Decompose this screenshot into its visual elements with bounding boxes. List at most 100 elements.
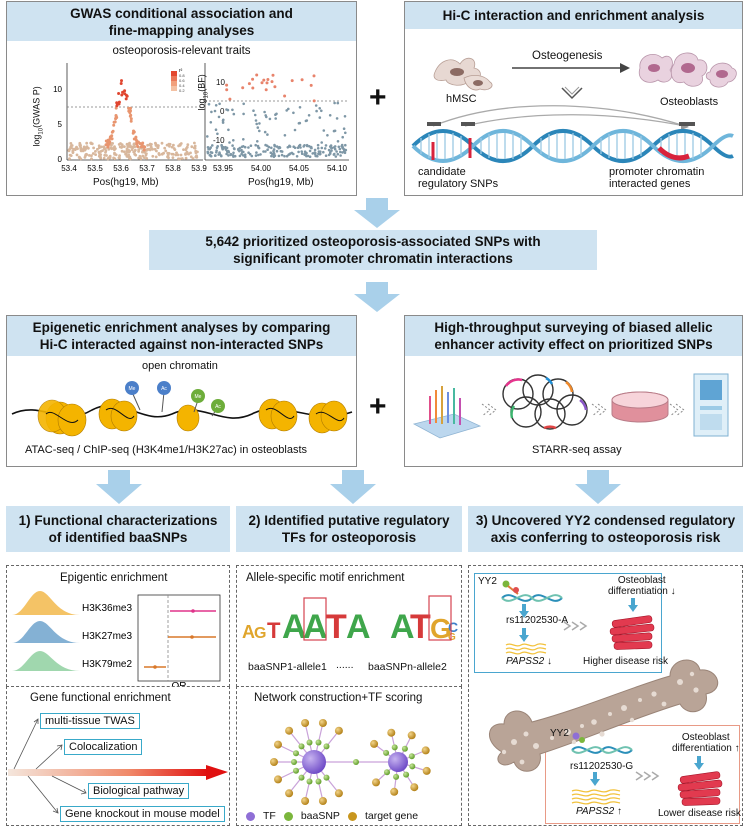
- gwas-point: [189, 155, 193, 159]
- gwas-point: [141, 141, 145, 145]
- network-gene-node: [390, 787, 399, 796]
- bf-point: [265, 81, 269, 85]
- bf-point: [316, 143, 320, 147]
- bf-point: [262, 150, 265, 153]
- gwas-point: [187, 152, 191, 156]
- candidate-snps-label: candidate regulatory SNPs: [418, 166, 499, 190]
- gwas-point: [69, 142, 73, 145]
- bf-point: [240, 152, 243, 156]
- svg-text:Me: Me: [195, 394, 202, 400]
- bf-point: [213, 154, 217, 157]
- gwas-point: [141, 154, 145, 158]
- risk-low-box: [545, 725, 740, 824]
- bf-point: [314, 104, 318, 107]
- svg-text:Ac: Ac: [215, 404, 221, 410]
- epigenetic-title-line1: Epigenetic enrichment analyses by compar…: [32, 320, 331, 335]
- gwas-point: [123, 89, 127, 93]
- gwas-point: [142, 148, 146, 152]
- bf-point: [208, 147, 211, 151]
- bf-ytick-10: 10: [216, 78, 225, 87]
- bf-point: [308, 155, 312, 158]
- legend-r2-label: r²: [179, 68, 183, 74]
- section3-title-line1: 3) Uncovered YY2 condensed regulatory: [475, 513, 736, 528]
- motif-enrichment-box: [236, 565, 462, 687]
- gwas-point: [110, 137, 114, 141]
- hic-panel: Hi-C interaction and enrichment analysis: [404, 1, 743, 196]
- bf-point: [307, 114, 311, 117]
- network-gene-node: [274, 775, 282, 784]
- bf-point: [240, 148, 243, 152]
- bf-point: [250, 154, 254, 158]
- epigenetic-title-line2: Hi-C interacted against non-interacted S…: [39, 337, 324, 352]
- gwas-point: [70, 144, 73, 148]
- gwas-point: [166, 151, 170, 155]
- network-snp-node: [315, 778, 322, 785]
- gwas-subtitle: osteoporosis-relevant traits: [112, 45, 251, 57]
- gwas-point: [75, 145, 78, 149]
- bf-point: [317, 152, 320, 156]
- gwas-point: [174, 153, 178, 157]
- gwas-point: [144, 153, 148, 157]
- gene-top: PAPSS2 ↓: [506, 656, 552, 667]
- network-gene-node: [285, 789, 294, 798]
- bf-point: [283, 94, 287, 98]
- gwas-point: [106, 157, 110, 161]
- bf-point: [298, 121, 302, 125]
- gwas-xtick-4: 53.7: [139, 164, 155, 173]
- gwas-point: [117, 92, 121, 95]
- bf-point: [225, 152, 228, 156]
- network-snp-node: [291, 759, 297, 765]
- gwas-point: [180, 157, 184, 160]
- gwas-point: [139, 157, 143, 161]
- gwas-point: [179, 153, 183, 157]
- risk-top: Higher disease risk: [583, 656, 669, 667]
- network-gene-node: [301, 797, 310, 805]
- gwas-point: [129, 117, 133, 121]
- bf-point: [288, 145, 292, 148]
- bf-point: [209, 121, 213, 124]
- network-gene-node: [422, 766, 431, 775]
- gwas-point: [128, 111, 132, 115]
- gwas-point: [143, 151, 146, 154]
- svg-text:G: G: [254, 625, 266, 642]
- gwas-point: [114, 114, 118, 118]
- network-snp-node: [293, 750, 299, 757]
- gwas-point: [123, 92, 127, 96]
- bf-point: [249, 144, 253, 147]
- bf-point: [272, 152, 276, 155]
- bf-point: [242, 145, 245, 148]
- bf-point: [303, 150, 307, 153]
- bf-point: [244, 155, 247, 159]
- gwas-xtick-3: 53.6: [113, 164, 129, 173]
- svg-text:T: T: [326, 608, 347, 646]
- gwas-point: [154, 144, 158, 147]
- bf-point: [327, 148, 331, 152]
- dna-helix-icon: [411, 105, 734, 163]
- gwas-point: [97, 150, 101, 154]
- gwas-point: [104, 151, 107, 154]
- bf-point: [315, 109, 318, 113]
- gwas-point: [85, 152, 88, 156]
- bf-point: [322, 150, 325, 154]
- network-snp-node: [403, 771, 410, 778]
- gwas-point: [166, 155, 169, 159]
- bf-point: [305, 144, 309, 148]
- bf-point: [257, 153, 260, 157]
- bf-point: [211, 144, 214, 147]
- bf-point: [290, 79, 294, 83]
- bf-plot: 53.95 54.00 54.05 54.10: [204, 63, 349, 173]
- gwas-point: [107, 142, 111, 146]
- legend-gene-dot: [347, 811, 357, 821]
- bf-point: [318, 107, 321, 110]
- bf-point: [343, 115, 347, 118]
- network-gene-node: [334, 789, 343, 798]
- svg-text:T: T: [410, 608, 431, 646]
- bf-point: [279, 149, 283, 153]
- risk-high-box: [474, 573, 662, 673]
- network-legend: TF baaSNP target gene: [246, 810, 418, 822]
- bf-point: [229, 153, 232, 157]
- bf-point: [286, 146, 290, 149]
- gwas-point: [79, 149, 83, 153]
- bf-point: [313, 151, 316, 155]
- starr-caption: STARR-seq assay: [532, 444, 622, 456]
